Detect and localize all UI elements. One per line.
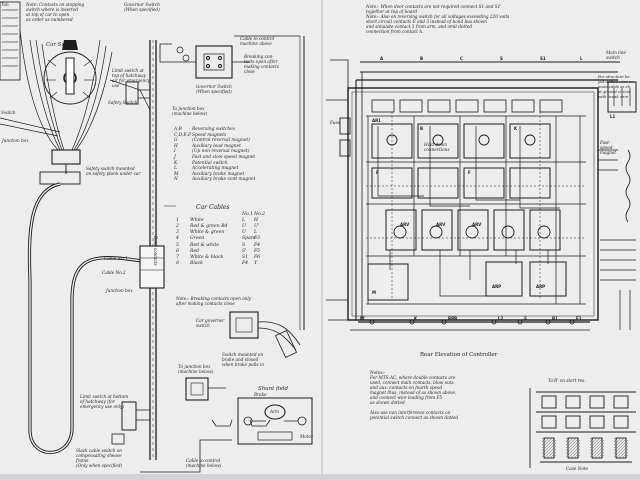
left-panel-wiring	[0, 1, 313, 473]
label-junction-box: Junction box	[2, 138, 29, 143]
label-main-line-switch: Main line switch	[606, 50, 627, 60]
top-terminal: B	[420, 56, 424, 61]
terminal-label: M	[372, 290, 376, 295]
terminal-label: ARV	[436, 222, 446, 227]
bottom-terminal: M'	[360, 316, 366, 321]
label-fast-speed-magnet: Fast- speed magnet	[600, 140, 617, 155]
label-car-governor-switch: Car governor switch	[196, 318, 225, 328]
label-shunt-field: Shunt field	[258, 386, 288, 392]
terminal-label: K	[514, 126, 518, 131]
label-junction-box-2: Junction box	[106, 288, 133, 293]
label-switch-left: Switch	[1, 110, 16, 115]
label-door-contacts: Door contacts	[153, 236, 158, 266]
label-to-start-res: To'B' on start res.	[548, 378, 586, 383]
label-armature: Arm	[270, 409, 279, 414]
terminal-label: L1	[610, 114, 616, 119]
label-hold-down: Hold down connections	[424, 142, 450, 152]
legend-row: G(Control reversal magnet)	[174, 138, 250, 144]
bottom-terminal: K	[414, 316, 418, 321]
label-governor-switch-2: Governor Switch (When specified)	[196, 84, 232, 94]
label-cable-no1: Cable No.1	[104, 256, 128, 261]
bottom-terminal: S	[524, 316, 527, 321]
legend-row: I(Up non-reversal magnet)	[174, 149, 250, 155]
label-fuse: Fuse	[330, 120, 341, 125]
bottom-terminal: RPB	[448, 316, 458, 321]
note-for-structure: For structure be put dotted wire on main…	[598, 74, 634, 99]
terminal-label: ARV	[400, 222, 410, 227]
label-to-junction-box-below: To junction box (machine below)	[178, 364, 214, 374]
label-motor: Motor	[300, 434, 314, 439]
terminal-label: F	[376, 170, 379, 175]
label-ton-left: Ton	[1, 2, 9, 7]
label-breaking-contacts: Breaking con- tacts open after making co…	[244, 54, 279, 74]
bottom-terminal: L2	[498, 316, 504, 321]
label-switch-mounted-brake: Switch mounted on brake and closed when …	[222, 352, 264, 367]
label-safety-switch: Safety Switch	[108, 100, 138, 105]
car-cables-title: Car Cables	[196, 204, 230, 211]
label-rear-elevation: Rear Elevation of Controller	[420, 352, 498, 358]
label-limit-switch-top: Limit switch at top of hatchway air for …	[112, 68, 151, 88]
bottom-terminal: F1	[576, 316, 582, 321]
label-case-note: Case Note	[566, 466, 589, 471]
top-terminal: A	[380, 56, 384, 61]
label-limit-switch-bottom: Limit switch at bottom of hatchway (for …	[80, 394, 129, 409]
bottom-terminal: B1	[552, 316, 558, 321]
label-safety-switch-mounted: Safety switch mounted on safety plank un…	[86, 166, 141, 176]
notes-bottom: Notes:- For MTS-AC, where double contact…	[370, 370, 459, 420]
terminal-label: B	[420, 126, 424, 131]
label-brake: Brake	[254, 392, 267, 397]
label-cable-no2: Cable No.2	[102, 270, 126, 275]
label-cable-to-control: Cable to control machine above	[240, 36, 275, 46]
label-cable-to-control-below: Cable to control (machine below)	[186, 458, 222, 468]
top-terminal: C	[460, 56, 463, 61]
terminal-label: ARP	[492, 284, 502, 289]
top-terminal: S1	[540, 56, 546, 61]
terminal-label: ARP	[536, 284, 546, 289]
label-car-switch: Car Switch	[46, 42, 77, 48]
note-breaking-contacts: Note:- Breaking contacts open only after…	[176, 296, 252, 306]
top-terminal: S	[500, 56, 503, 61]
label-to-junction-box: To junction box (machine below)	[172, 106, 208, 116]
terminal-label: AR1	[372, 118, 381, 123]
controller-panel-wiring	[326, 59, 637, 468]
terminal-label: F	[468, 170, 471, 175]
label-governor-switch: Governor Switch (When specified)	[124, 2, 160, 12]
note-contacts: Note: Contacts on stopping switch where …	[26, 2, 85, 22]
terminal-label: ARV	[472, 222, 482, 227]
top-terminal: L	[580, 56, 583, 61]
label-slack-cable-switch: Slack cable switch on compensating sheav…	[76, 448, 123, 468]
note-door-contacts: Note:- When door contacts are not requir…	[366, 4, 510, 34]
